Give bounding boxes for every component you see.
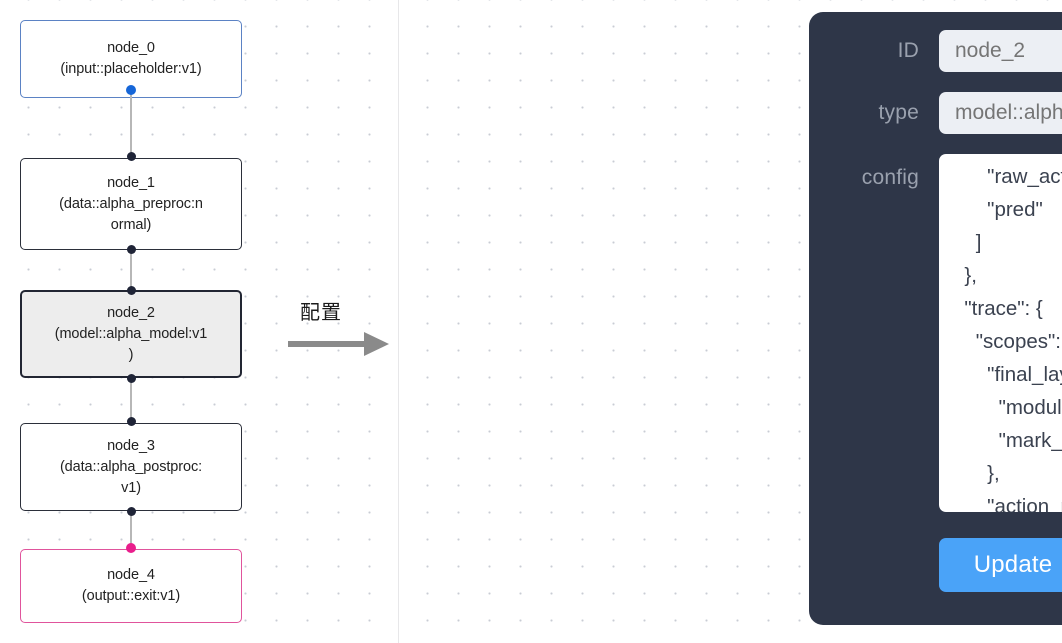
graph-node-label: node_3 (data::alpha_postproc: v1) [59,437,203,496]
node_2-input-port[interactable] [126,285,136,295]
id-input[interactable] [939,30,1062,72]
graph-node-node_4[interactable]: node_4 (output::exit:v1) [20,549,242,623]
field-row-id: ID [827,30,1062,72]
type-input[interactable] [939,92,1062,134]
node_0-output-port[interactable] [126,85,136,95]
field-row-config: config "raw_action", "pred" ] }, "trace"… [827,154,1062,512]
flow-caption-label: 配置 [300,300,342,324]
field-row-type: type [827,92,1062,134]
graph-node-label: node_0 (input::placeholder:v1) [60,40,202,77]
config-textarea[interactable]: "raw_action", "pred" ] }, "trace": { "sc… [939,154,1062,512]
config-field-label: config [861,166,919,189]
graph-canvas[interactable]: node_0 (input::placeholder:v1)node_1 (da… [0,0,398,643]
graph-node-label: node_1 (data::alpha_preproc:n ormal) [59,174,203,233]
edge-node1-node2[interactable] [129,249,133,291]
id-field-label: ID [897,39,919,62]
graph-node-label: node_2 (model::alpha_model:v1 ) [54,304,208,363]
update-button[interactable]: Update [939,538,1062,592]
graph-node-node_3[interactable]: node_3 (data::alpha_postproc: v1) [20,423,242,511]
edge-node2-node3[interactable] [129,378,133,423]
type-field-label: type [878,101,919,124]
config-textarea-wrap: "raw_action", "pred" ] }, "trace": { "sc… [939,154,1062,512]
node_3-input-port[interactable] [126,416,136,426]
panel-backdrop: ID type config "raw_action", "pred" ] },… [398,0,1062,643]
node-config-panel: ID type config "raw_action", "pred" ] },… [809,12,1062,625]
node_4-input-port[interactable] [126,543,136,553]
node_1-input-port[interactable] [126,151,136,161]
edge-node0-node1[interactable] [129,90,133,158]
node_1-output-port[interactable] [126,244,136,254]
graph-node-node_2[interactable]: node_2 (model::alpha_model:v1 ) [20,290,242,378]
node_2-output-port[interactable] [126,373,136,383]
edge-node3-node4[interactable] [129,511,133,549]
right-arrow-icon [288,332,389,356]
graph-node-node_1[interactable]: node_1 (data::alpha_preproc:n ormal) [20,158,242,250]
node_3-output-port[interactable] [126,506,136,516]
graph-node-label: node_4 (output::exit:v1) [81,567,181,604]
flow-annotation: 配置 [286,296,398,366]
